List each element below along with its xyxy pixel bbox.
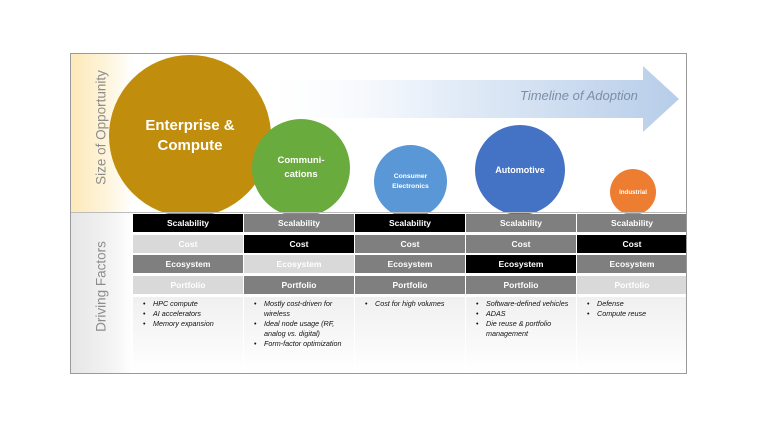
factor-cell-cost: Cost xyxy=(577,234,686,253)
bullet-item: Compute reuse xyxy=(587,309,686,319)
bubble-label: Electronics xyxy=(392,182,429,190)
factor-cell-scalability: Scalability xyxy=(244,214,354,232)
driving-factors-label: Driving Factors xyxy=(93,241,109,332)
bullet-item: AI accelerators xyxy=(143,309,243,319)
bullet-item: Form-factor optimization xyxy=(254,339,354,349)
bullet-item: HPC compute xyxy=(143,299,243,309)
factor-cell-cost: Cost xyxy=(244,234,354,253)
factor-cell-portfolio: Portfolio xyxy=(244,275,354,294)
bubble-label: Communi- xyxy=(277,155,325,166)
bubble-label: Automotive xyxy=(495,165,545,175)
factor-cell-portfolio: Portfolio xyxy=(577,275,686,294)
communications-bubble: Communi- cations xyxy=(252,119,350,217)
factor-cell-ecosystem: Ecosystem xyxy=(355,255,465,273)
factor-cell-portfolio: Portfolio xyxy=(466,275,576,294)
bullet-item: Memory expansion xyxy=(143,319,243,329)
bubble-label: Compute xyxy=(157,137,223,154)
factor-cell-ecosystem: Ecosystem xyxy=(466,255,576,273)
size-of-opportunity-label: Size of Opportunity xyxy=(93,70,109,185)
bullet-list: DefenseCompute reuse xyxy=(577,299,686,319)
timeline-of-adoption-label: Timeline of Adoption xyxy=(520,88,638,103)
bubble-label: cations xyxy=(284,169,318,180)
factor-cell-cost: Cost xyxy=(355,234,465,253)
timeline-arrow xyxy=(251,66,679,132)
section-divider xyxy=(71,212,686,213)
consumer-electronics-bubble: Consumer Electronics xyxy=(374,145,447,218)
factor-cell-scalability: Scalability xyxy=(355,214,465,232)
factor-cell-ecosystem: Ecosystem xyxy=(577,255,686,273)
bullet-item: Mostly cost-driven for wireless xyxy=(254,299,354,319)
bullet-item: Software-defined vehicles xyxy=(476,299,576,309)
bullet-list-box: Cost for high volumes xyxy=(355,297,465,373)
bullet-item: Die reuse & portfolio management xyxy=(476,319,576,339)
bullet-item: Defense xyxy=(587,299,686,309)
factor-cell-ecosystem: Ecosystem xyxy=(133,255,243,273)
bullet-list: Cost for high volumes xyxy=(355,299,465,309)
bullet-list: Software-defined vehiclesADASDie reuse &… xyxy=(466,299,576,339)
bullet-list-box: Mostly cost-driven for wirelessIdeal nod… xyxy=(244,297,354,373)
driving-factors-band xyxy=(71,212,133,373)
factor-cell-scalability: Scalability xyxy=(466,214,576,232)
factor-cell-portfolio: Portfolio xyxy=(355,275,465,294)
bullet-list-box: Software-defined vehiclesADASDie reuse &… xyxy=(466,297,576,373)
bullet-list-box: DefenseCompute reuse xyxy=(577,297,686,373)
enterprise-compute-bubble: Enterprise & Compute xyxy=(109,55,271,217)
bubble-label: Enterprise & xyxy=(145,117,235,134)
bullet-list-box: HPC computeAI acceleratorsMemory expansi… xyxy=(133,297,243,373)
automotive-bubble: Automotive xyxy=(475,125,565,215)
diagram-frame: Size of Opportunity Driving Factors Time… xyxy=(70,53,687,374)
bubble-label: Industrial xyxy=(619,188,647,196)
industrial-bubble: Industrial xyxy=(610,169,656,215)
factor-cell-scalability: Scalability xyxy=(133,214,243,232)
bullet-item: ADAS xyxy=(476,309,576,319)
factor-cell-scalability: Scalability xyxy=(577,214,686,232)
bullet-list: Mostly cost-driven for wirelessIdeal nod… xyxy=(244,299,354,349)
bullet-item: Cost for high volumes xyxy=(365,299,465,309)
factor-cell-cost: Cost xyxy=(133,234,243,253)
bullet-list: HPC computeAI acceleratorsMemory expansi… xyxy=(133,299,243,329)
bullet-item: Ideal node usage (RF, analog vs. digital… xyxy=(254,319,354,339)
bubble-label: Consumer xyxy=(393,172,428,180)
factor-cell-ecosystem: Ecosystem xyxy=(244,255,354,273)
factor-cell-cost: Cost xyxy=(466,234,576,253)
factor-cell-portfolio: Portfolio xyxy=(133,275,243,294)
